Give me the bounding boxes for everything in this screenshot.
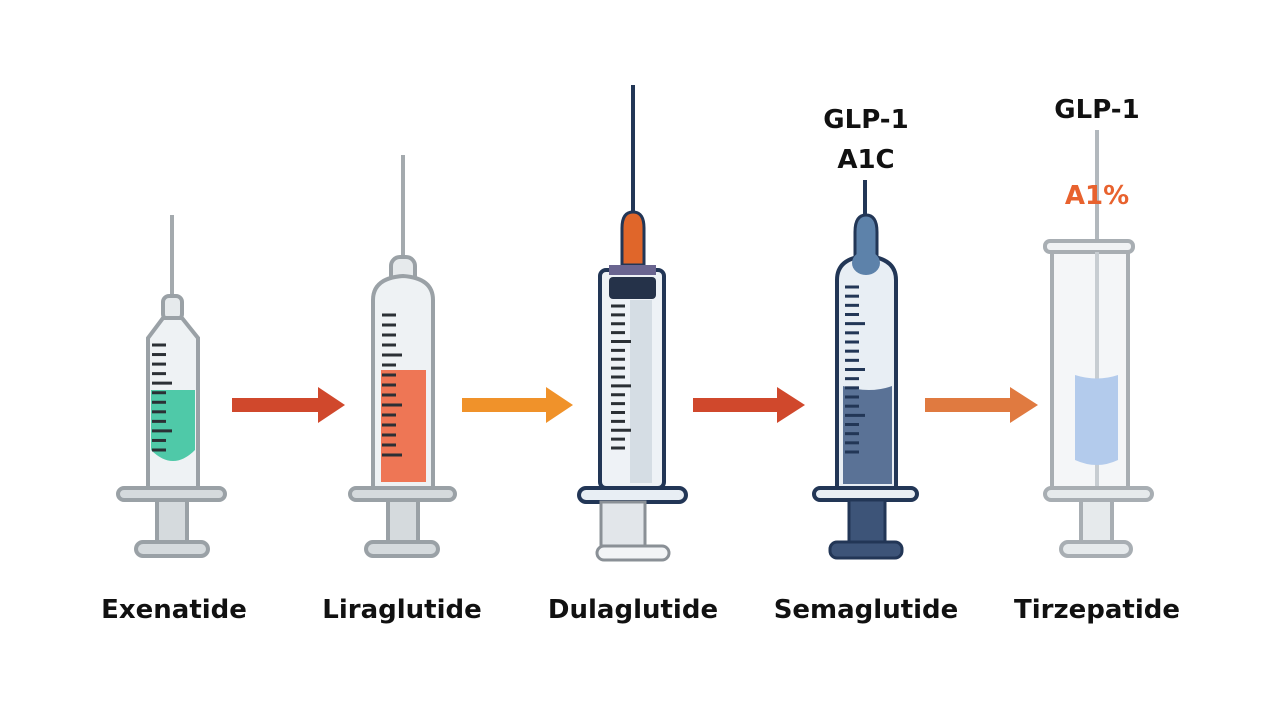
graduation-ticks [611,304,631,450]
liquid-fill [151,390,195,461]
graduation-ticks [152,343,172,452]
stopper [609,277,656,299]
graduation-ticks [382,313,402,457]
graduation-ticks [845,285,865,454]
arrow-2 [462,387,573,423]
semaglutide-annotation-glp1: GLP-1 [823,105,908,135]
label-tirzepatide: Tirzepatide [1014,595,1180,625]
arrow-1 [232,387,345,423]
label-liraglutide: Liraglutide [322,595,481,625]
syringe-semaglutide [812,180,919,560]
syringe-liraglutide [348,155,457,558]
syringe-dulaglutide [577,85,688,562]
label-dulaglutide: Dulaglutide [548,595,718,625]
label-exenatide: Exenatide [101,595,247,625]
liquid-fill [843,386,892,484]
arrow-3 [693,387,805,423]
tirzepatide-annotation-a1-percent: A1% [1065,181,1129,211]
semaglutide-annotation-a1c: A1C [837,145,894,175]
liquid-fill [1075,375,1118,465]
label-semaglutide: Semaglutide [774,595,959,625]
needle-hub [620,210,646,267]
arrow-4 [925,387,1038,423]
syringe-exenatide [116,215,227,558]
tirzepatide-annotation-glp1: GLP-1 [1054,95,1139,125]
syringe-tirzepatide [1043,130,1154,558]
